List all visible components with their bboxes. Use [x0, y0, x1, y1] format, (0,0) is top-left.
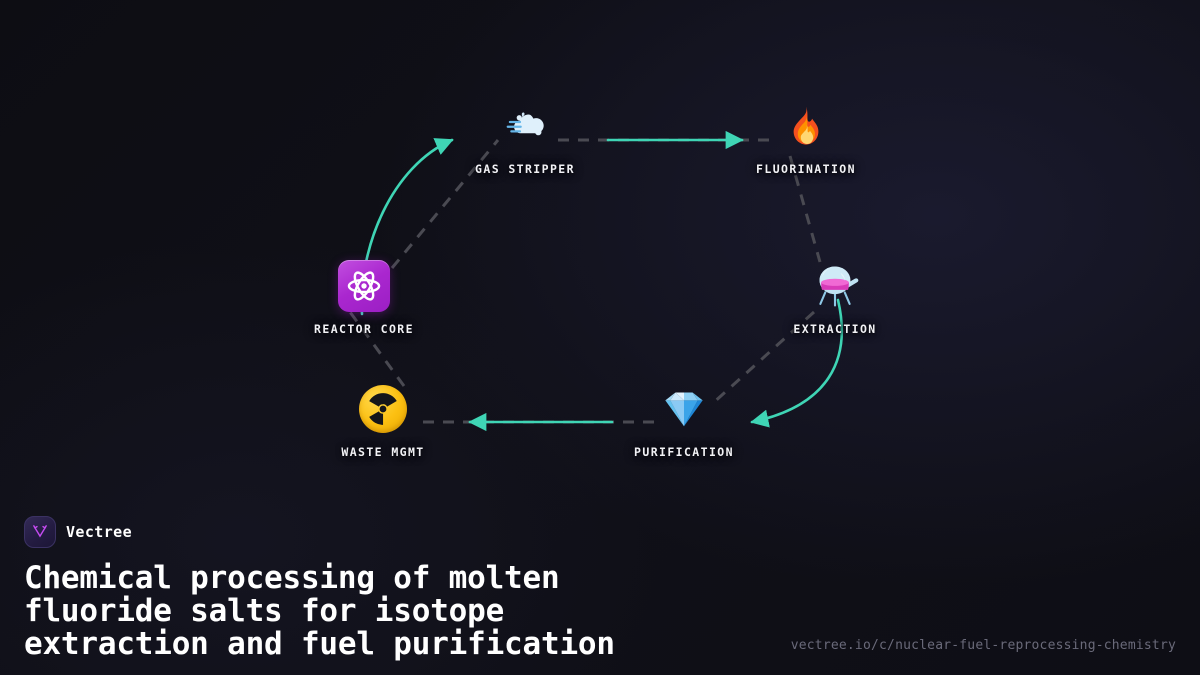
- brand: Vectree: [24, 516, 1176, 549]
- gem-icon: [656, 381, 712, 437]
- node-purification[interactable]: PURIFICATION: [624, 381, 744, 459]
- vectree-logo-icon: [24, 516, 56, 549]
- node-label: GAS STRIPPER: [475, 162, 575, 176]
- alembic-icon: [807, 258, 863, 314]
- footer: Vectree Chemical processing of molten fl…: [0, 516, 1200, 675]
- fire-icon: [778, 98, 834, 154]
- reactor-tile: [338, 260, 390, 312]
- brand-name: Vectree: [66, 523, 133, 542]
- node-reactor-core[interactable]: REACTOR CORE: [304, 258, 424, 336]
- node-gas-stripper[interactable]: GAS STRIPPER: [465, 98, 585, 176]
- node-extraction[interactable]: EXTRACTION: [775, 258, 895, 336]
- node-waste-mgmt[interactable]: WASTE MGMT: [323, 381, 443, 459]
- node-label: REACTOR CORE: [314, 322, 414, 336]
- node-label: PURIFICATION: [634, 445, 734, 459]
- node-fluorination[interactable]: FLUORINATION: [746, 98, 866, 176]
- node-label: FLUORINATION: [756, 162, 856, 176]
- radioactive-disc: [359, 385, 407, 433]
- atom-icon: [336, 258, 392, 314]
- node-label: EXTRACTION: [793, 322, 877, 336]
- page-title: Chemical processing of molten fluoride s…: [24, 560, 615, 663]
- source-url: vectree.io/c/nuclear-fuel-reprocessing-c…: [790, 638, 1176, 653]
- process-flow-diagram: GAS STRIPPER FLUORINATION: [304, 98, 895, 459]
- node-label: WASTE MGMT: [341, 445, 425, 459]
- wind-cloud-icon: [497, 98, 553, 154]
- radioactive-icon: [355, 381, 411, 437]
- diagram-edges-layer: [348, 130, 843, 432]
